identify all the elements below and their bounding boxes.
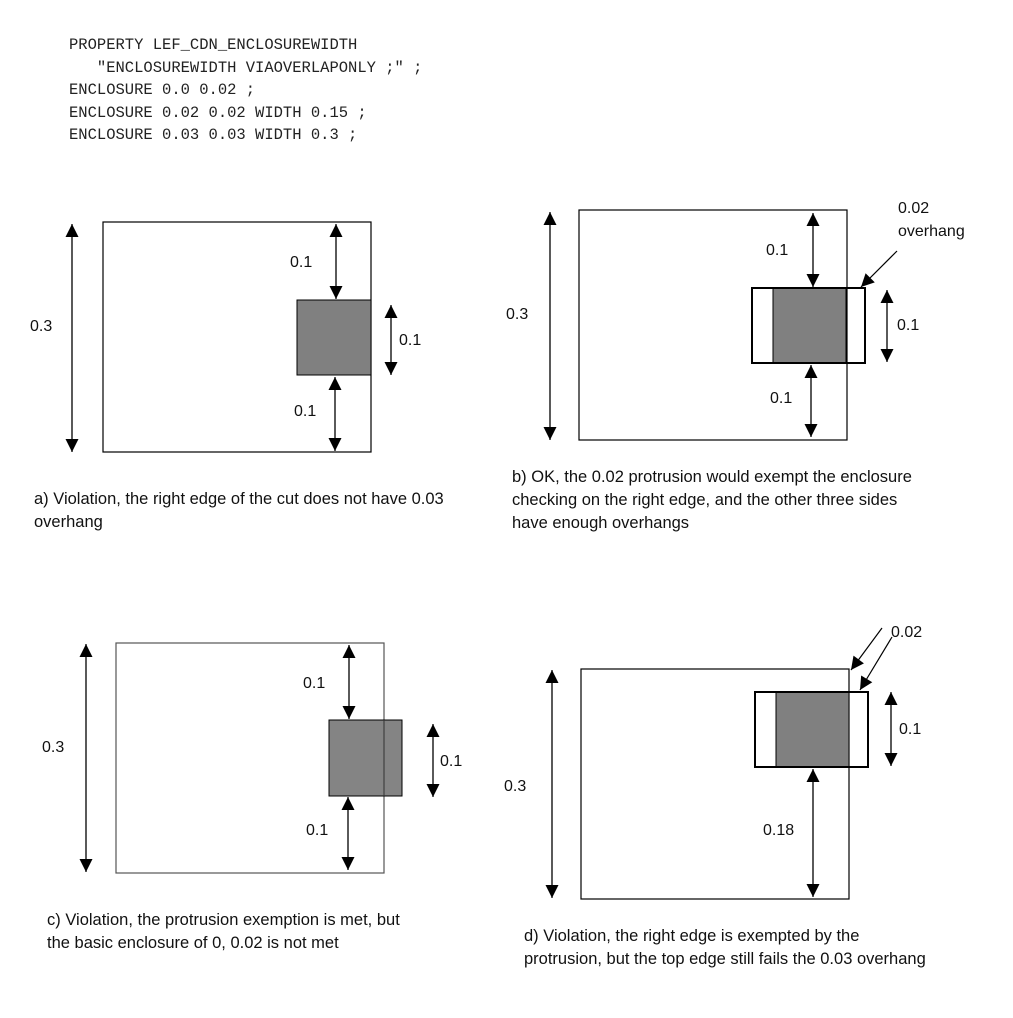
caption-a: a) Violation, the right edge of the cut … [34,490,444,531]
via-shape [751,287,866,364]
code-line: PROPERTY LEF_CDN_ENCLOSUREWIDTH [69,36,358,54]
bottom-label: 0.1 [770,390,792,407]
cut-shape [772,287,847,364]
caption-d: d) Violation, the right edge is exempted… [524,927,926,968]
panel-d: 0.3 0.1 0.18 0.02 [504,624,922,900]
cut-shape [775,691,850,768]
protrusion-label: 0.02 [891,624,922,641]
lef-property-code: PROPERTY LEF_CDN_ENCLOSUREWIDTH "ENCLOSU… [69,34,422,147]
bottom-label: 0.18 [763,822,794,839]
cut-shape [296,299,372,376]
protrusion-leader-arrow [850,627,883,671]
cut-label: 0.1 [399,332,421,349]
code-line: ENCLOSURE 0.02 0.02 WIDTH 0.15 ; [69,103,367,122]
top-label: 0.1 [766,242,788,259]
cut-shape [328,719,403,797]
overhang-leader-arrow [860,250,898,288]
bottom-label: 0.1 [294,403,316,420]
cut-label: 0.1 [440,753,462,770]
height-label: 0.3 [506,306,528,323]
code-line: ENCLOSURE 0.03 0.03 WIDTH 0.3 ; [69,126,358,144]
via-shape [754,691,869,768]
code-line: "ENCLOSUREWIDTH VIAOVERLAPONLY ;" ; [69,58,423,77]
panel-c: 0.3 0.1 0.1 0.1 [42,642,462,874]
top-label: 0.1 [303,675,325,692]
cut-label: 0.1 [897,317,919,334]
caption-b: b) OK, the 0.02 protrusion would exempt … [512,468,912,532]
overhang-word-label: overhang [898,223,965,240]
cut-label: 0.1 [899,721,921,738]
protrusion-leader-arrow [859,636,893,691]
overhang-value-label: 0.02 [898,200,929,217]
code-line: ENCLOSURE 0.0 0.02 ; [69,81,256,99]
panel-b: 0.3 0.1 0.1 0.1 0.02 overhang [506,200,965,441]
top-label: 0.1 [290,254,312,271]
height-label: 0.3 [504,778,526,795]
metal-shape [578,209,848,441]
height-label: 0.3 [42,739,64,756]
caption-c: c) Violation, the protrusion exemption i… [47,911,400,952]
metal-shape [580,668,850,900]
bottom-label: 0.1 [306,822,328,839]
panel-a: 0.3 0.1 0.1 0.1 [30,221,421,453]
height-label: 0.3 [30,318,52,335]
